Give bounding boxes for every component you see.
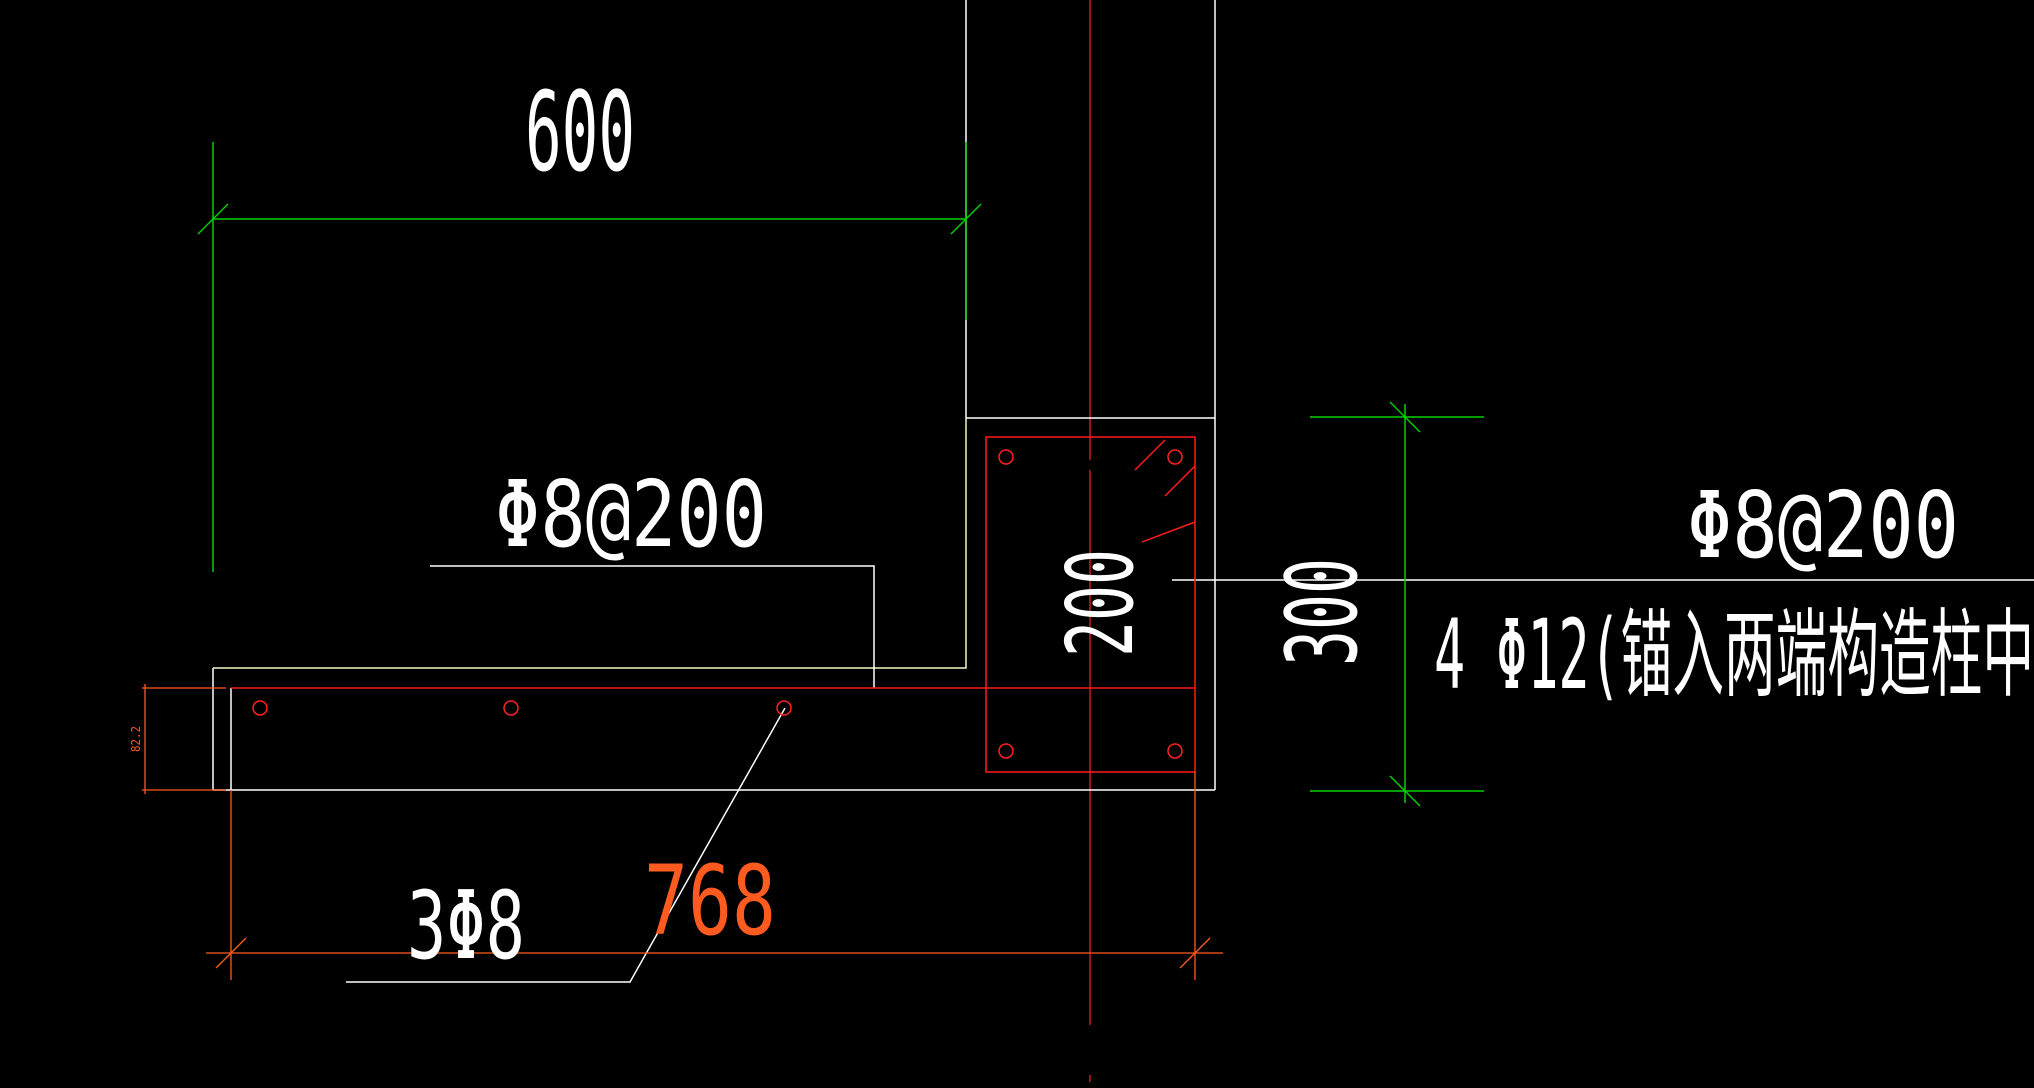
rebar-dot	[1167, 449, 1183, 465]
dim-bottom-label: 768	[644, 845, 776, 957]
text-labels: 600 Φ8@200 Φ8@200 4 Φ12(锚入两端构造柱中 300 200…	[129, 68, 2034, 981]
stirrup-left-label: Φ8@200	[495, 461, 767, 568]
green-dimensions	[197, 142, 1484, 807]
slab-top-edge	[213, 418, 967, 669]
rebar-dot	[776, 700, 792, 716]
rebar-dot	[998, 449, 1014, 465]
stirrup-right-label: Φ8@200	[1687, 472, 1959, 579]
rebar-dots	[252, 449, 1183, 759]
rebar-dot	[503, 700, 519, 716]
rebar-dot	[1167, 743, 1183, 759]
leader-lines	[346, 565, 2034, 983]
rebar-dot	[998, 743, 1014, 759]
bottom-bars-label: 3Φ8	[407, 872, 525, 981]
rebar-dot	[252, 700, 268, 716]
dim-right-label: 300	[1266, 558, 1380, 666]
dim-slab-label: 82.2	[129, 726, 143, 752]
orange-dimensions	[142, 684, 1223, 980]
dim-top-label: 600	[525, 68, 635, 196]
beam-main-label: 4 Φ12(锚入两端构造柱中	[1434, 599, 2034, 711]
rebar-cage	[231, 436, 1196, 773]
dim-column-label: 200	[1047, 549, 1154, 657]
